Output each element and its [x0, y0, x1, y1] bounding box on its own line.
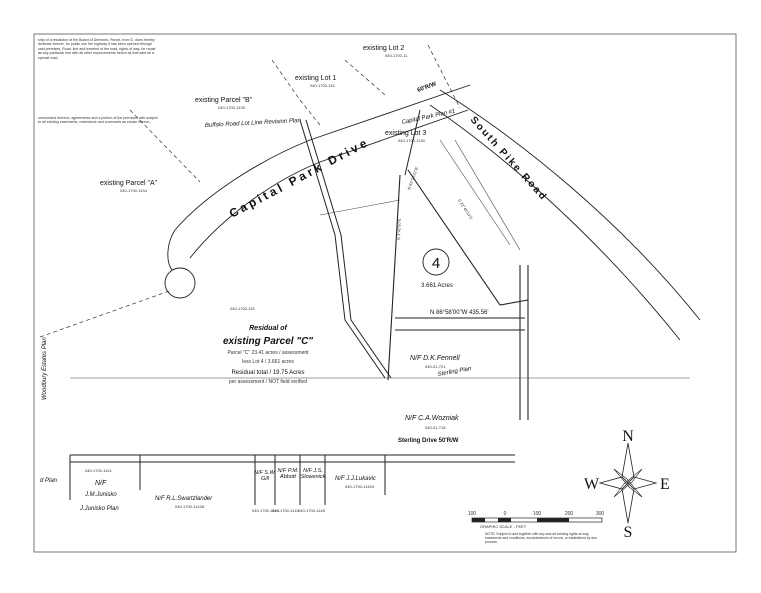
- lot-line-dashed: [344, 59, 386, 96]
- lot3-line: [404, 109, 421, 176]
- existing-parcel-b-label: existing Parcel "B": [195, 97, 253, 104]
- woodbury-plan-label: Woodbury Estates Plan: [42, 337, 48, 400]
- existing-parcel-a-label: existing Parcel "A": [100, 180, 158, 187]
- scale-segment: [537, 518, 569, 522]
- compass-needle-west: [598, 476, 629, 490]
- capital-park-drive-label: Capital Park Drive: [227, 135, 372, 221]
- existing-lot-1-label: existing Lot 1: [295, 75, 336, 82]
- road-edge-north: [174, 84, 471, 231]
- bearing-north: N 83°28'21"E: [406, 166, 419, 190]
- bearing-east: S 22°49'13"E: [457, 198, 474, 221]
- junisko-plan-label: J.Junisko Plan: [79, 506, 119, 512]
- lot-line-dashed: [129, 109, 201, 183]
- scale-tick: 100: [468, 511, 477, 517]
- scale-caption: GRAPHIC SCALE - FEET: [480, 524, 527, 529]
- residual-line-2: less Lot 4 / 3.661 acres: [242, 359, 294, 365]
- scale-tick: 200: [565, 511, 574, 517]
- cul-de-sac: [164, 267, 196, 299]
- residual-line-3: Residual total / 19.75 Acres: [231, 370, 304, 376]
- junisko-id: 040-1700-1141: [85, 468, 113, 473]
- left-plan-label: d Plan: [40, 478, 58, 484]
- slowenick-id: 040-1700-1145: [298, 508, 326, 513]
- lot-2-id: 040-1700-11: [385, 53, 408, 58]
- lot-1-id: 040-1700-115: [310, 83, 335, 88]
- row-60-label: 60'R/W: [417, 81, 438, 94]
- lot-number: 4: [432, 255, 440, 272]
- nf-swartz-label: N/F R.L.Swartzlander: [155, 496, 213, 502]
- lot4-west-line: [387, 174, 401, 381]
- sterling-drive-label: Sterling Drive 50'R/W: [398, 438, 459, 444]
- compass-rose: N S E W: [584, 428, 670, 541]
- lot4-east-lines: [519, 265, 529, 420]
- nf-junisko-label: N/F: [95, 480, 107, 487]
- scale-tick: 100: [533, 511, 542, 517]
- tie-line: [319, 199, 401, 216]
- lot-line-dashed: [271, 59, 321, 126]
- compass-e: E: [660, 476, 670, 493]
- existing-lot-3-label: existing Lot 3: [385, 130, 426, 137]
- wozniak-id: 040-01-718: [425, 425, 446, 430]
- nf-abbott-box: N/F P.M. Abbott: [278, 468, 299, 480]
- residual-title-2: existing Parcel "C": [223, 336, 313, 347]
- top-note: ship of a resolution of the Board of Dir…: [38, 38, 156, 60]
- compass-n: N: [622, 428, 634, 445]
- lukavic-id: 040-1700-11404: [345, 484, 375, 489]
- lot-line-dashed: [427, 44, 461, 109]
- compass-diagonal: [613, 468, 643, 498]
- scale-note: NOTE: Subject to and together with any a…: [485, 532, 597, 544]
- buffalo-plan-label: Buffalo Road Lot Line Revision Plan: [205, 118, 302, 129]
- lot-3-id: 040-1700-1130: [398, 138, 426, 143]
- nf-slowenick-box: N/F J.S. Slowenick: [301, 468, 326, 480]
- swartz-id: 040-1700-11428: [175, 504, 205, 509]
- fennell-id: 040-01-721: [425, 364, 446, 369]
- bearing-line: [439, 139, 511, 246]
- road-edge-south: [189, 109, 469, 259]
- nf-fennell-label: N/F D.K.Fennell: [410, 355, 460, 362]
- junisko-name: J.M.Junisko: [84, 492, 117, 498]
- compass-w: W: [584, 476, 600, 493]
- graphic-scale: 100 0 100 200 300 GRAPHIC SCALE - FEET: [468, 511, 605, 529]
- parcel-a-line: [39, 289, 173, 338]
- easement-line: [299, 119, 386, 379]
- compass-s: S: [624, 524, 633, 541]
- scale-segment: [498, 518, 511, 522]
- side-note: unrecorded thereon, agreements and a por…: [38, 116, 158, 124]
- compass-needle-east: [627, 476, 658, 490]
- scale-tick: 0: [504, 511, 507, 517]
- bearing-west: N 3°42'00"E: [396, 218, 402, 240]
- bearing-south: N 86°58'00"W 435.56': [430, 310, 489, 316]
- easement-line: [305, 119, 392, 379]
- lot4-north-line: [407, 169, 529, 306]
- gill-id: 040-1700-1143: [252, 508, 280, 513]
- nf-gill-box: N/F S.W. Gill: [254, 470, 276, 482]
- residual-line-4: per assessment / NOT field verified: [229, 379, 307, 385]
- nf-lukavic-label: N/F J.J.Lukavic: [335, 476, 376, 482]
- south-pike-road-edge: [439, 89, 701, 321]
- residual-title-1: Residual of: [249, 325, 287, 332]
- parcel-a-id: 040-1700-1134: [120, 188, 148, 193]
- existing-lot-2-label: existing Lot 2: [363, 45, 404, 52]
- sterling-plan-label: Sterling Plan: [437, 366, 472, 378]
- nf-wozniak-label: N/F C.A.Wozniak: [405, 415, 459, 422]
- residual-line-1: Parcel "C" 23.41 acres / assessment: [227, 350, 309, 356]
- map-border: [33, 33, 737, 553]
- compass-diagonal: [613, 468, 643, 498]
- lot-dividers: [69, 455, 386, 505]
- scale-segment: [472, 518, 485, 522]
- residual-id: 040-1700-115: [230, 306, 255, 311]
- cul-de-sac-edge: [167, 229, 176, 271]
- scale-tick: 300: [596, 511, 605, 517]
- parcel-b-id: 040-1700-1135: [218, 105, 246, 110]
- lot-number-circle: [422, 248, 450, 276]
- lot-acres: 3.661 Acres: [421, 283, 453, 289]
- abbott-id: 040-1700-1144: [272, 508, 300, 513]
- south-pike-road-edge: [429, 104, 681, 341]
- bearing-line: [454, 139, 521, 251]
